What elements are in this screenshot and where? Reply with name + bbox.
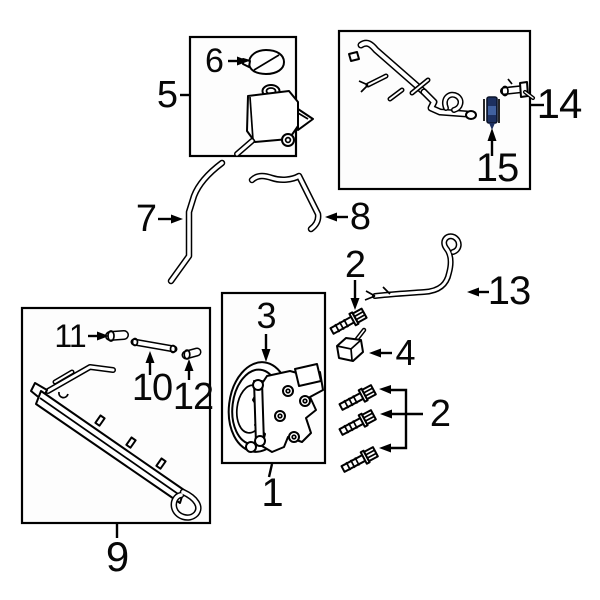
arrow-to-7 — [158, 214, 183, 224]
arrow-to-6 — [228, 56, 249, 66]
reservoir-group-box — [188, 35, 314, 158]
bolt-part — [340, 446, 379, 473]
hose-13-part — [364, 233, 462, 301]
highlighted-valve-part — [483, 96, 500, 130]
cap-12-part — [181, 347, 202, 360]
callout-label-11: 11 — [54, 318, 86, 354]
callout-label-8: 8 — [349, 196, 371, 238]
pump-box — [220, 291, 327, 465]
callout-label-4: 4 — [395, 332, 415, 373]
callout-label-14: 14 — [536, 80, 583, 127]
callout-label-12: 12 — [172, 376, 214, 418]
hose-assembly-part — [348, 39, 477, 120]
hose-7-part — [167, 159, 226, 285]
arrow-to-11 — [88, 331, 109, 341]
arrow-to-4 — [369, 348, 392, 358]
arrow-to-2-top — [350, 280, 360, 310]
arrow-to-3 — [261, 334, 271, 362]
callout-label-15: 15 — [475, 146, 519, 190]
fitting-part — [500, 78, 535, 100]
reservoir-part — [234, 84, 314, 157]
pump-part — [227, 361, 324, 453]
callout-label-9: 9 — [105, 533, 129, 580]
arrow-to-13 — [467, 287, 489, 297]
hose-assembly-box — [337, 29, 544, 191]
callout-label-10: 10 — [131, 367, 173, 409]
bolt-part — [329, 307, 368, 335]
callout-label-13: 13 — [487, 269, 531, 313]
bolt-part — [338, 409, 377, 436]
bushing-11-part — [105, 330, 129, 342]
bolt-part — [338, 384, 377, 411]
callout-label-6: 6 — [205, 42, 224, 80]
callout-label-1: 1 — [261, 471, 283, 515]
hose-8-part — [248, 172, 322, 233]
bracket-arrows-to-2-group — [379, 385, 423, 453]
arrow-to-12 — [184, 359, 194, 380]
callout-label-7: 7 — [135, 198, 157, 240]
arrow-to-10 — [145, 351, 155, 375]
arrow-to-15 — [487, 128, 497, 156]
callout-label-3: 3 — [256, 295, 276, 336]
tube-10-part — [130, 337, 178, 354]
callout-label-5: 5 — [156, 74, 178, 116]
callout-label-2: 2 — [429, 393, 451, 435]
callout-label-2: 2 — [344, 244, 366, 286]
cooler-tube-box — [20, 306, 212, 525]
leader-line-1 — [267, 463, 274, 478]
bracket-part — [336, 327, 367, 362]
arrow-to-8 — [325, 212, 348, 222]
cooler-tube-part — [30, 364, 202, 521]
